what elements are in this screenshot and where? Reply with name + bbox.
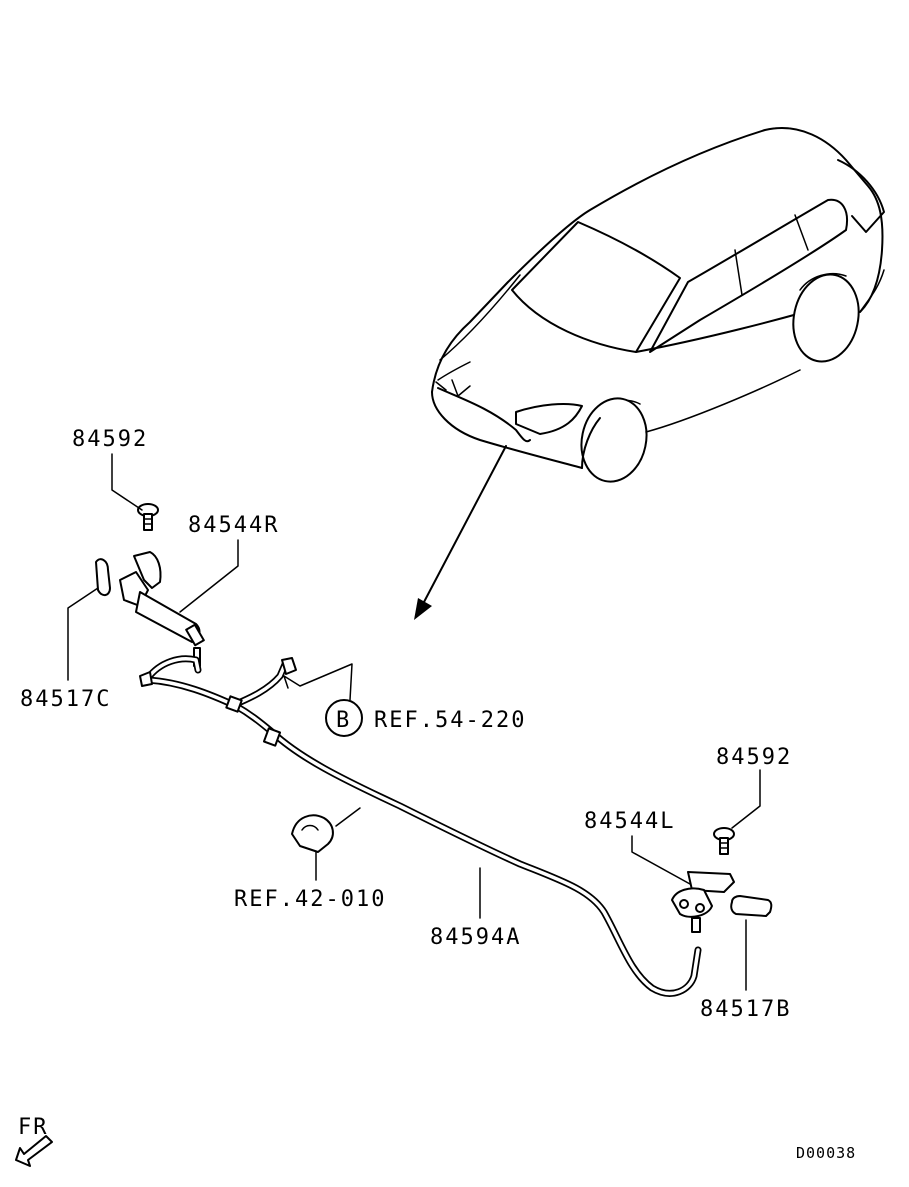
label-nozzle-right: 84544R bbox=[188, 513, 279, 538]
vehicle-illustration bbox=[431, 127, 885, 483]
detail-arrow bbox=[414, 445, 507, 620]
label-bolt-right: 84592 bbox=[72, 427, 148, 452]
leader-gasket-right bbox=[67, 587, 99, 681]
front-direction-label: FR bbox=[18, 1115, 49, 1140]
clip-ref-icon bbox=[291, 814, 334, 853]
diagram-code: D00038 bbox=[796, 1144, 856, 1162]
label-bolt-left: 84592 bbox=[716, 745, 792, 770]
leader-bolt-left bbox=[731, 769, 761, 829]
leader-bolt-right bbox=[111, 453, 143, 511]
label-cover-left: 84517B bbox=[700, 997, 791, 1022]
label-ref-connector: REF.54-220 bbox=[374, 708, 526, 733]
label-hose: 84594A bbox=[430, 925, 521, 950]
label-nozzle-left: 84544L bbox=[584, 809, 675, 834]
leader-nozzle-right bbox=[179, 539, 239, 613]
ref-circle-letter: B bbox=[336, 708, 351, 733]
gasket-right-icon bbox=[95, 558, 111, 596]
leader-clip-hose bbox=[335, 807, 361, 827]
nozzle-right-icon bbox=[119, 551, 205, 667]
hose-assembly-icon bbox=[139, 655, 702, 997]
label-ref-clip: REF.42-010 bbox=[234, 887, 386, 912]
cover-left-icon bbox=[730, 895, 773, 917]
leader-nozzle-left bbox=[631, 835, 691, 885]
bolt-left-icon bbox=[713, 827, 735, 855]
connector-ref-icon bbox=[283, 663, 363, 737]
nozzle-left-icon bbox=[671, 871, 735, 933]
label-gasket-right: 84517C bbox=[20, 687, 111, 712]
front-arrow-icon bbox=[15, 1135, 53, 1167]
bolt-right-icon bbox=[137, 503, 159, 531]
